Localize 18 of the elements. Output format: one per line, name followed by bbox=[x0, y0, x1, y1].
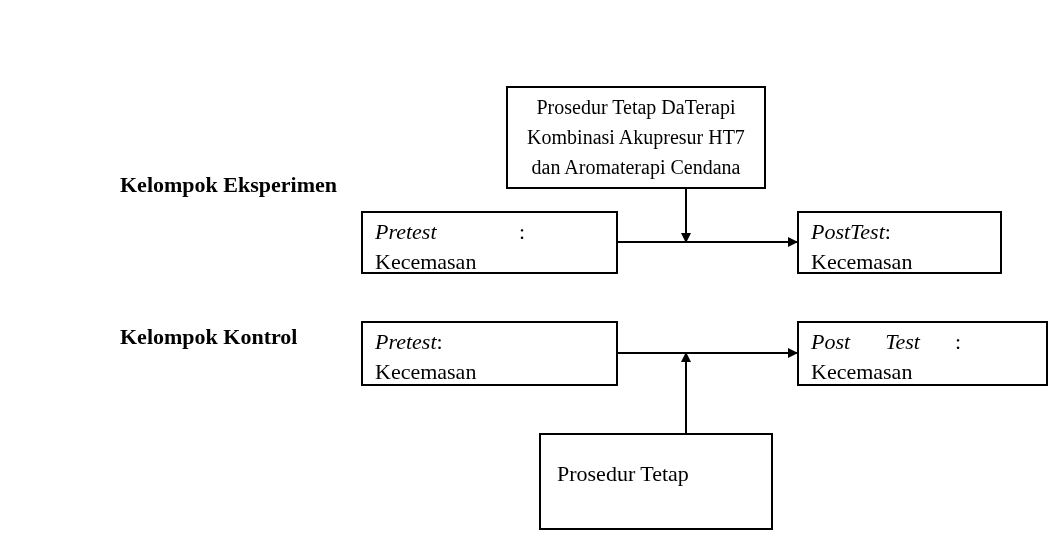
process-box bbox=[797, 321, 1048, 386]
box-text: Prosedur Tetap bbox=[557, 460, 690, 488]
box-text: Pretest : Kecemasan bbox=[375, 218, 525, 276]
arrow bbox=[617, 348, 798, 358]
process-box bbox=[361, 211, 618, 274]
arrow bbox=[681, 352, 691, 434]
group-label: Kelompok Kontrol bbox=[120, 323, 298, 351]
box-text: PostTest: Kecemasan bbox=[811, 218, 914, 276]
process-box bbox=[797, 211, 1002, 274]
group-label: Kelompok Eksperimen bbox=[120, 171, 337, 199]
arrow bbox=[681, 188, 691, 243]
arrow bbox=[617, 237, 798, 247]
box-text: Post Test : Kecemasan bbox=[811, 328, 961, 386]
process-box bbox=[539, 433, 773, 530]
process-box bbox=[506, 86, 766, 189]
process-box bbox=[361, 321, 618, 386]
box-text: Prosedur Tetap DaTerapi Kombinasi Akupresur HT7 dan Aromaterapi Cendana bbox=[526, 95, 746, 181]
box-text: Pretest: Kecemasan bbox=[375, 328, 478, 386]
